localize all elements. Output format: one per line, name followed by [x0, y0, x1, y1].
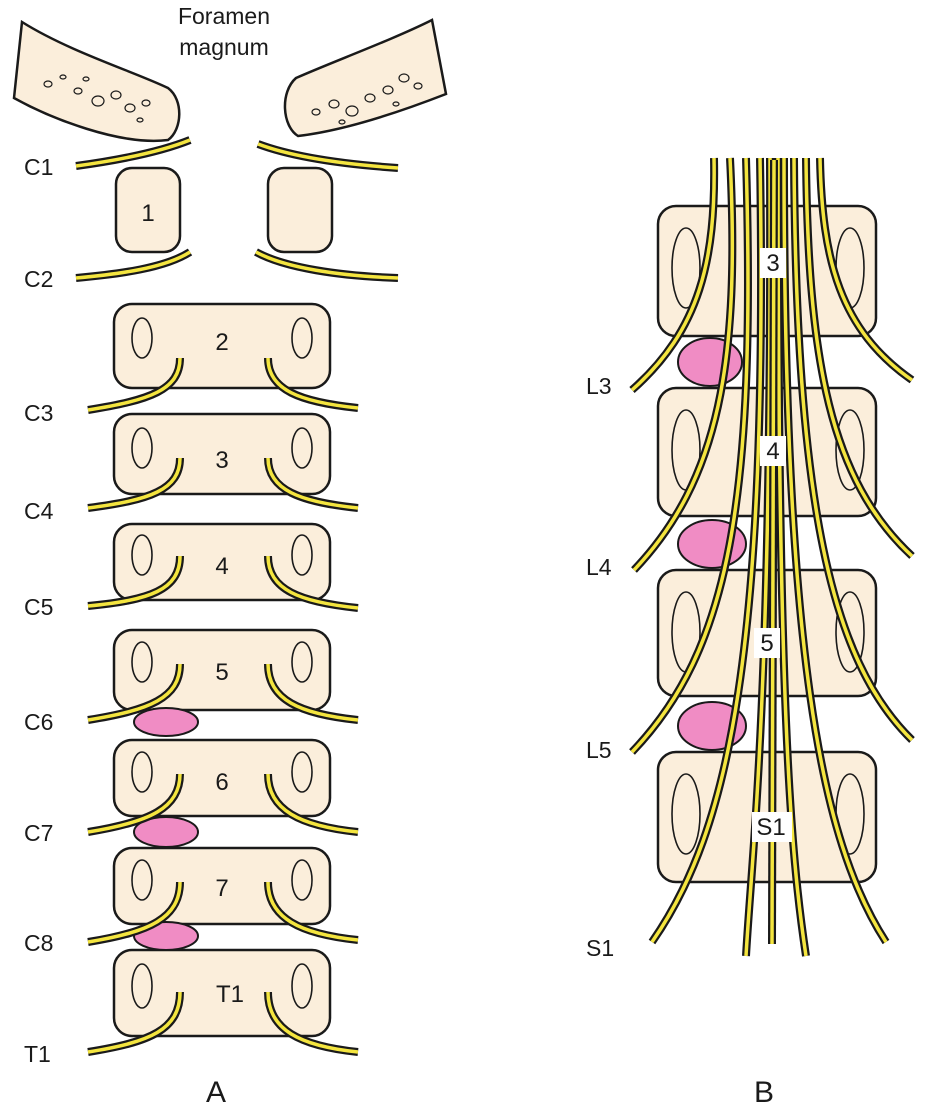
- panel-b: 3 4 5 S1 L3 L4 L5 S1 B: [586, 157, 915, 1109]
- vertebra-label-t1: T1: [216, 981, 244, 1008]
- occipital-bone-left: [12, 19, 181, 143]
- vertebra-3: 3: [112, 412, 332, 496]
- foramen-label-line2: magnum: [179, 34, 268, 60]
- nerve-c2: [75, 248, 399, 282]
- nerve-c4: [87, 457, 359, 512]
- vertebra-5: 5: [112, 628, 332, 712]
- nerve-sacral-lower: [742, 157, 810, 957]
- herniated-disc-c6: [133, 707, 199, 737]
- vertebra-2: 2: [112, 302, 332, 390]
- herniated-disc-c7: [133, 816, 199, 848]
- nerve-label-c2: C2: [24, 266, 53, 292]
- vertebra-label-l4: 4: [766, 438, 779, 465]
- nerve-c5: [87, 555, 359, 612]
- foramen-label-line1: Foramen: [178, 3, 270, 29]
- vertebra-label-5: 5: [215, 659, 228, 686]
- nerve-l4: [631, 157, 915, 573]
- vertebra-label-7: 7: [215, 875, 228, 902]
- bone-texture-right: [311, 73, 423, 125]
- panel-a: Foramen magnum 1 2: [12, 3, 448, 1109]
- nerve-label-c4: C4: [24, 498, 54, 524]
- vertebra-label-1: 1: [141, 200, 154, 227]
- vertebra-label-s1: S1: [756, 814, 785, 841]
- level-tag-3: 3: [760, 248, 786, 278]
- nerve-c1: [75, 136, 399, 172]
- nerve-label-l3: L3: [586, 373, 612, 399]
- vertebra-t1: T1: [112, 948, 332, 1038]
- vertebra-label-6: 6: [215, 769, 228, 796]
- vertebra-4: 4: [112, 522, 332, 602]
- vertebra-label-l5: 5: [760, 630, 773, 657]
- nerve-s1: [648, 157, 890, 945]
- skull-base: Foramen magnum: [12, 3, 448, 143]
- level-tag-4: 4: [760, 436, 786, 466]
- nerve-label-l5: L5: [586, 737, 612, 763]
- vertebra-label-3: 3: [215, 447, 228, 474]
- nerve-l3: [629, 157, 915, 393]
- nerve-c7: [87, 773, 359, 836]
- nerve-label-l4: L4: [586, 554, 612, 580]
- nerve-label-c6: C6: [24, 709, 53, 735]
- panel-label-a: A: [206, 1076, 226, 1109]
- nerve-label-c1: C1: [24, 154, 53, 180]
- nerve-label-c7: C7: [24, 820, 53, 846]
- nerve-label-c3: C3: [24, 400, 53, 426]
- nerve-label-c5: C5: [24, 594, 53, 620]
- nerve-label-t1: T1: [24, 1041, 51, 1067]
- panel-label-b: B: [754, 1076, 774, 1109]
- vertebra-7: 7: [112, 846, 332, 926]
- vertebra-label-l3: 3: [766, 250, 779, 277]
- vertebra-label-4: 4: [215, 553, 228, 580]
- bone-texture-left: [43, 74, 151, 123]
- nerve-c6: [87, 663, 359, 724]
- occipital-bone-right: [283, 18, 448, 138]
- vertebra-6: 6: [112, 738, 332, 818]
- nerve-c8: [87, 881, 359, 946]
- level-tag-5: 5: [754, 628, 780, 658]
- atlas-left: [114, 166, 182, 254]
- nerve-label-c8: C8: [24, 930, 53, 956]
- nerve-label-s1: S1: [586, 935, 614, 961]
- herniated-disc-l3: [677, 337, 743, 387]
- nerve-c3: [87, 357, 359, 414]
- vertebra-label-2: 2: [215, 329, 228, 356]
- nerve-l5: [629, 157, 915, 755]
- nerve-t1: [87, 991, 359, 1056]
- atlas-right: [266, 166, 334, 254]
- level-tag-s1: S1: [752, 812, 792, 842]
